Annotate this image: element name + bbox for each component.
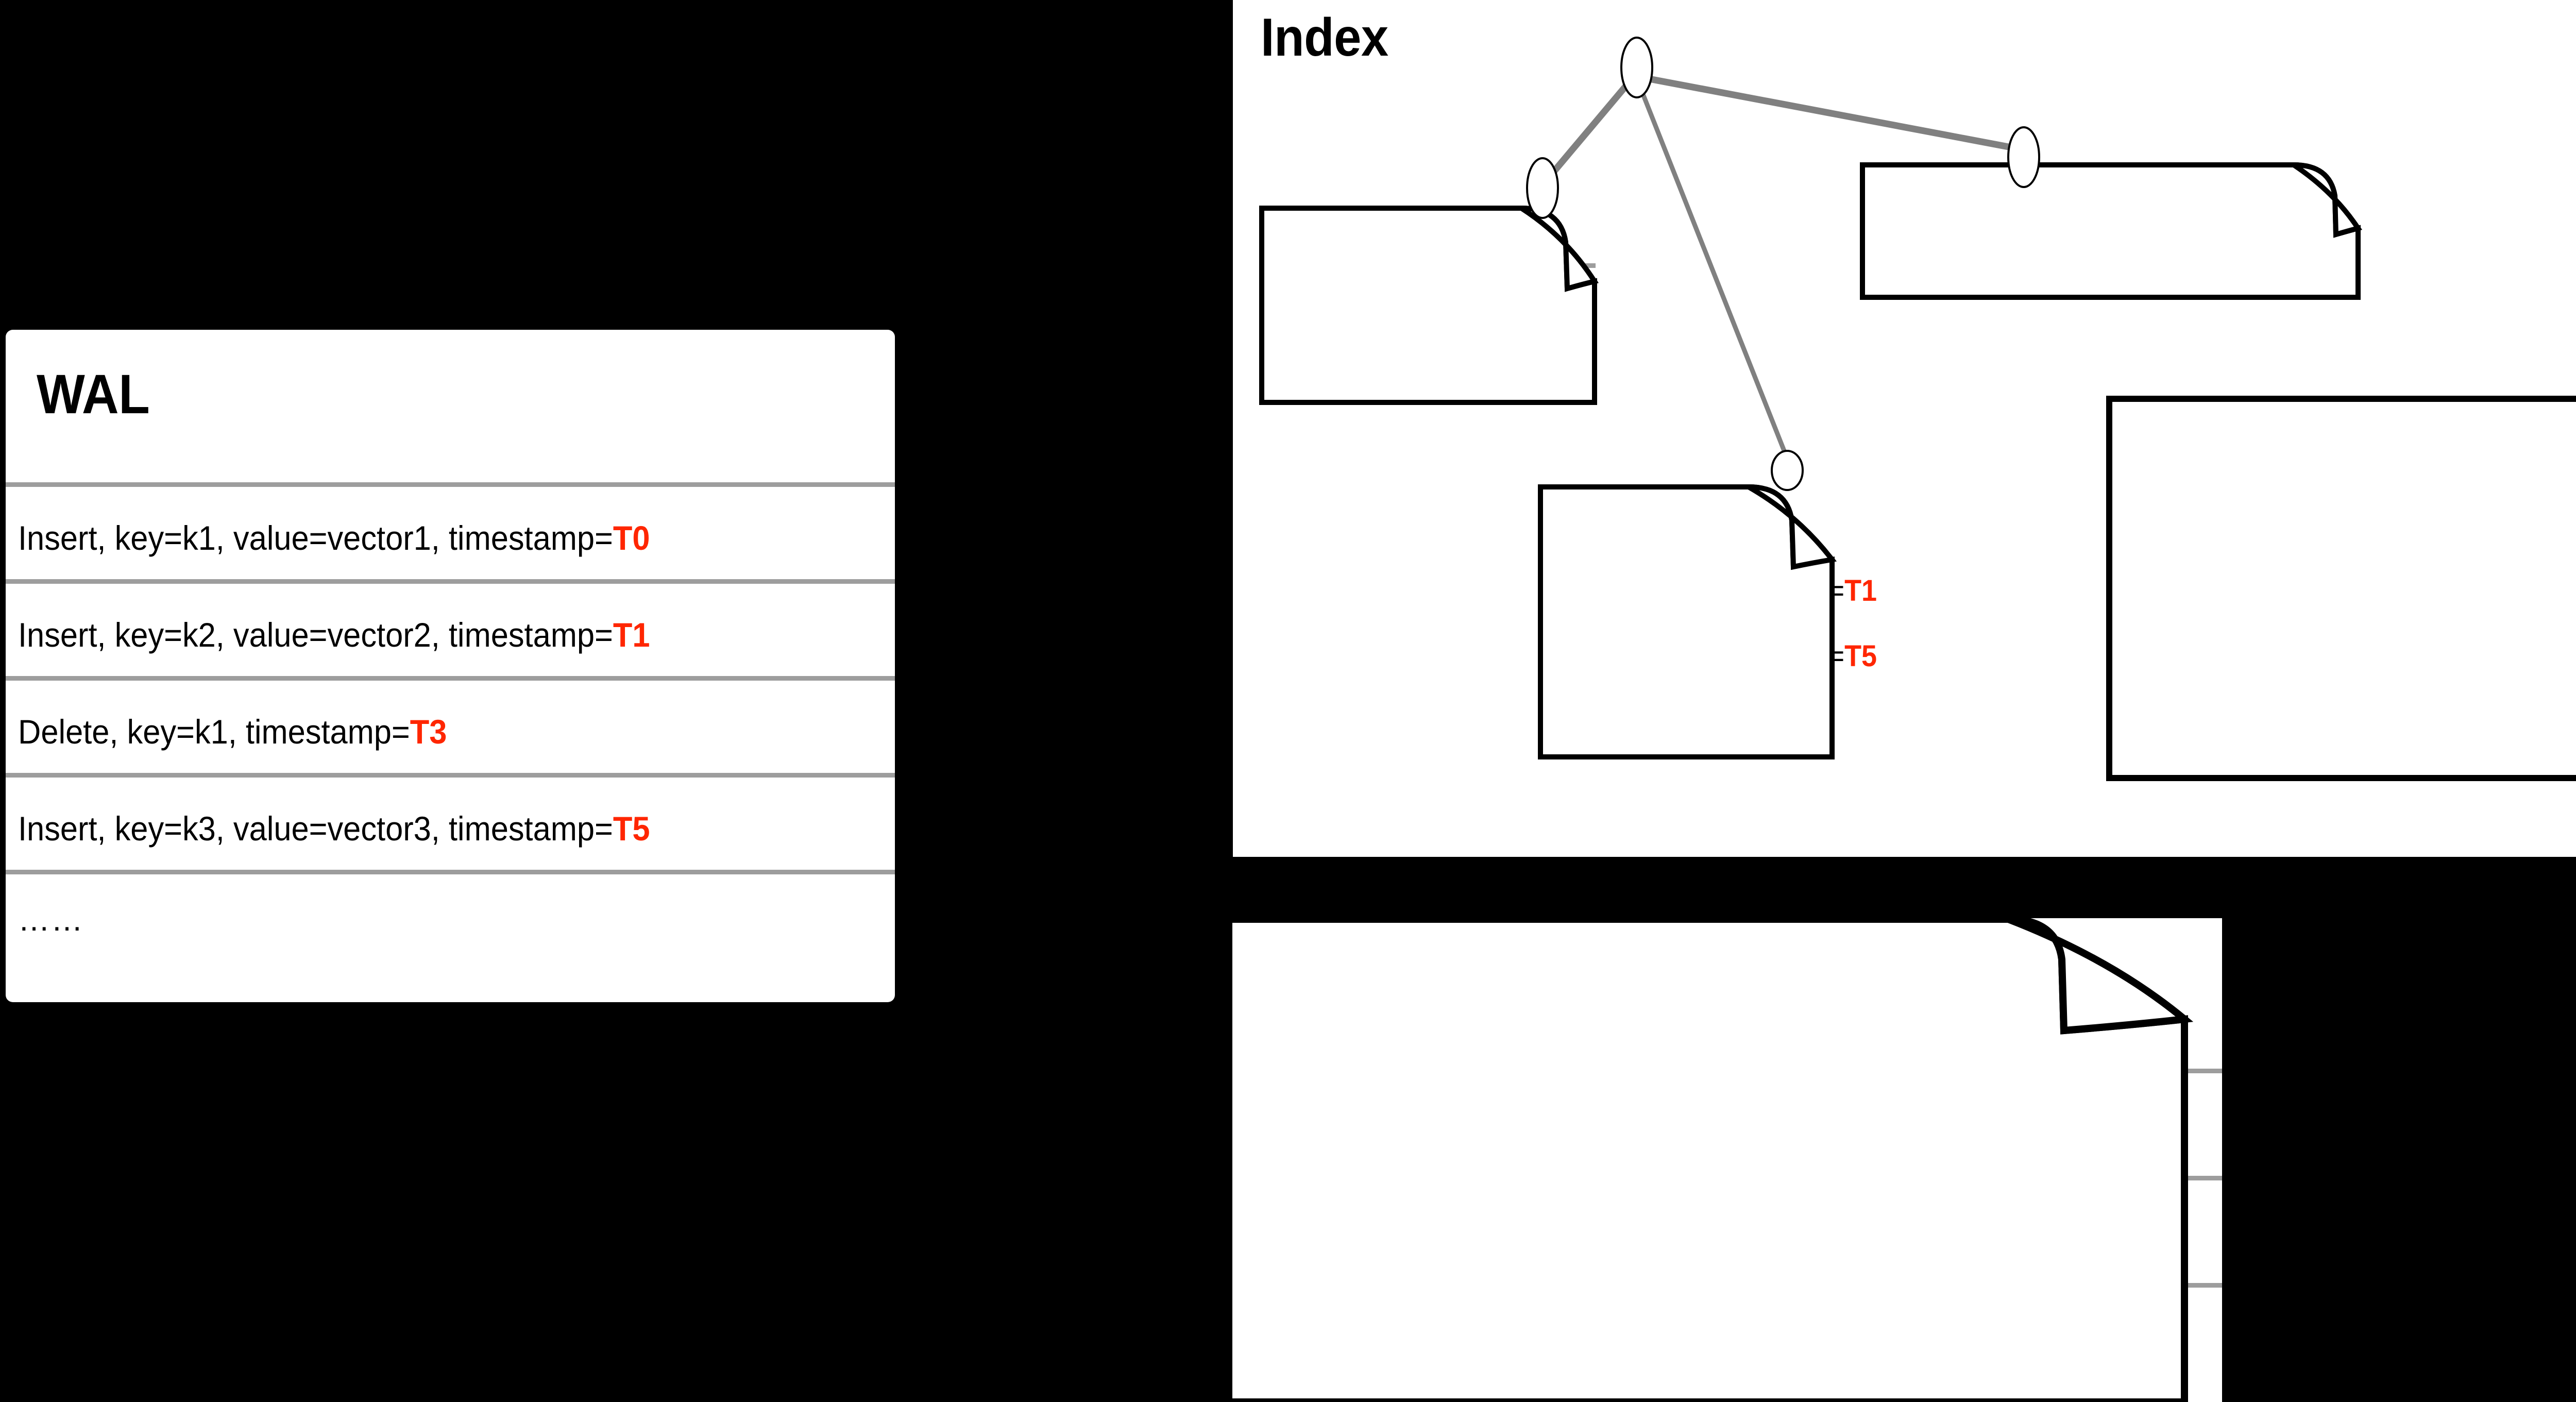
wal-divider bbox=[6, 773, 895, 778]
wal-divider bbox=[6, 482, 895, 487]
wal-divider bbox=[6, 870, 895, 874]
index-node-k2k3-divider bbox=[1539, 622, 1833, 627]
index-node-k2k3-row: k2, vector2, timestamp=T1 bbox=[1549, 573, 1877, 608]
bin-log-row: Op=Insert, execution_time=5,…,timestamp=… bbox=[1245, 1200, 1862, 1236]
delete-log-title: Delete Log bbox=[2125, 412, 2312, 457]
wal-row-timestamp: T5 bbox=[613, 809, 650, 848]
delete-log-more-ellipsis: …… bbox=[2406, 662, 2467, 695]
wal-row-text: Delete, key=k1, timestamp= bbox=[18, 713, 410, 751]
wal-row: Delete, key=k1, timestamp=T3 bbox=[18, 712, 447, 751]
wal-row-text: Insert, key=k2, value=vector2, timestamp… bbox=[18, 616, 613, 654]
bin-log-body bbox=[1228, 918, 2222, 1402]
index-node-k2k3-row: k3, vector3, timestamp=T5 bbox=[1549, 639, 1877, 673]
index-node-right-card: …… bbox=[1861, 164, 2359, 298]
index-node-k1-row-text: k1, vector1, timestamp= bbox=[1270, 280, 1566, 313]
bin-log-row: Op=Insert, execution_time=3,…,timestamp=… bbox=[1245, 1092, 1862, 1129]
index-title: Index bbox=[1261, 8, 1388, 67]
wal-row: Insert, key=k2, value=vector2, timestamp… bbox=[18, 615, 650, 654]
wal-row-text: Insert, key=k1, value=vector1, timestamp… bbox=[18, 519, 613, 557]
bin-log-row-timestamp: T1 bbox=[1827, 1200, 1862, 1236]
wal-title: WAL bbox=[37, 363, 150, 425]
delete-log-divider bbox=[2108, 561, 2576, 566]
index-node-k2k3-more-ellipsis: …… bbox=[1656, 708, 1716, 740]
bin-log-divider bbox=[1228, 1283, 2222, 1288]
delete-log-card: Delete Log k3, delete_pos, …, timestamp=… bbox=[2108, 398, 2576, 779]
bin-log-row-timestamp: T0 bbox=[1827, 1093, 1862, 1128]
index-node-k2k3-row-timestamp: T1 bbox=[1844, 574, 1877, 607]
delete-log-row-text: k3, delete_pos, …, timestamp= bbox=[2120, 578, 2504, 611]
wal-row: Insert, key=k3, value=vector3, timestamp… bbox=[18, 809, 650, 848]
bin-log-row-text: Op=Insert, execution_time=5,…,timestamp= bbox=[1245, 1200, 1827, 1236]
index-node-k1-card: k1, vector1, timestamp=T0 …… bbox=[1261, 207, 1598, 403]
index-node-k1-row-timestamp: T0 bbox=[1566, 280, 1599, 313]
delete-log-row-timestamp: T3 bbox=[2503, 578, 2536, 611]
index-node-k1-row: k1, vector1, timestamp=T0 bbox=[1270, 279, 1598, 314]
bin-log-divider bbox=[1228, 1176, 2222, 1180]
bin-log-panel: Bin Log Op=Insert, execution_time=3,…,ti… bbox=[1228, 918, 2222, 1402]
index-node-k2k3-divider bbox=[1539, 558, 1833, 562]
delete-log-row: k3, delete_pos, …, timestamp=T3 bbox=[2120, 577, 2536, 612]
wal-panel: WAL Insert, key=k1, value=vector1, times… bbox=[6, 330, 895, 1002]
wal-row-text: Insert, key=k3, value=vector3, timestamp… bbox=[18, 809, 613, 848]
index-node-k1-more-ellipsis: …… bbox=[1398, 353, 1458, 385]
wal-row: Insert, key=k1, value=vector1, timestamp… bbox=[18, 518, 650, 558]
index-node-right-more-ellipsis: …… bbox=[2080, 218, 2140, 250]
index-node-k2k3-row-timestamp: T5 bbox=[1844, 639, 1877, 673]
index-node-k2k3-row-text: k3, vector3, timestamp= bbox=[1549, 639, 1845, 673]
bin-log-more-ellipsis: …… bbox=[1245, 1311, 1307, 1345]
index-node-k1-divider bbox=[1261, 263, 1596, 268]
index-node-k2k3-row-text: k2, vector2, timestamp= bbox=[1549, 574, 1845, 607]
wal-row-timestamp: T1 bbox=[613, 616, 650, 654]
bin-log-row-text: Op=Insert, execution_time=3,…,timestamp= bbox=[1245, 1093, 1827, 1128]
wal-row-timestamp: T3 bbox=[410, 713, 447, 751]
wal-more-ellipsis: …… bbox=[18, 902, 84, 938]
index-node-k2k3-card: k2, vector2, timestamp=T1 k3, vector3, t… bbox=[1539, 486, 1877, 758]
bin-log-title: Bin Log bbox=[1244, 930, 1398, 981]
wal-divider bbox=[6, 579, 895, 584]
index-node-k1-divider bbox=[1261, 333, 1596, 337]
bin-log-divider bbox=[1228, 1069, 2222, 1073]
wal-divider bbox=[6, 676, 895, 681]
delete-log-divider bbox=[2108, 632, 2576, 637]
wal-row-timestamp: T0 bbox=[613, 519, 650, 557]
index-node-k2k3-divider bbox=[1539, 688, 1833, 692]
